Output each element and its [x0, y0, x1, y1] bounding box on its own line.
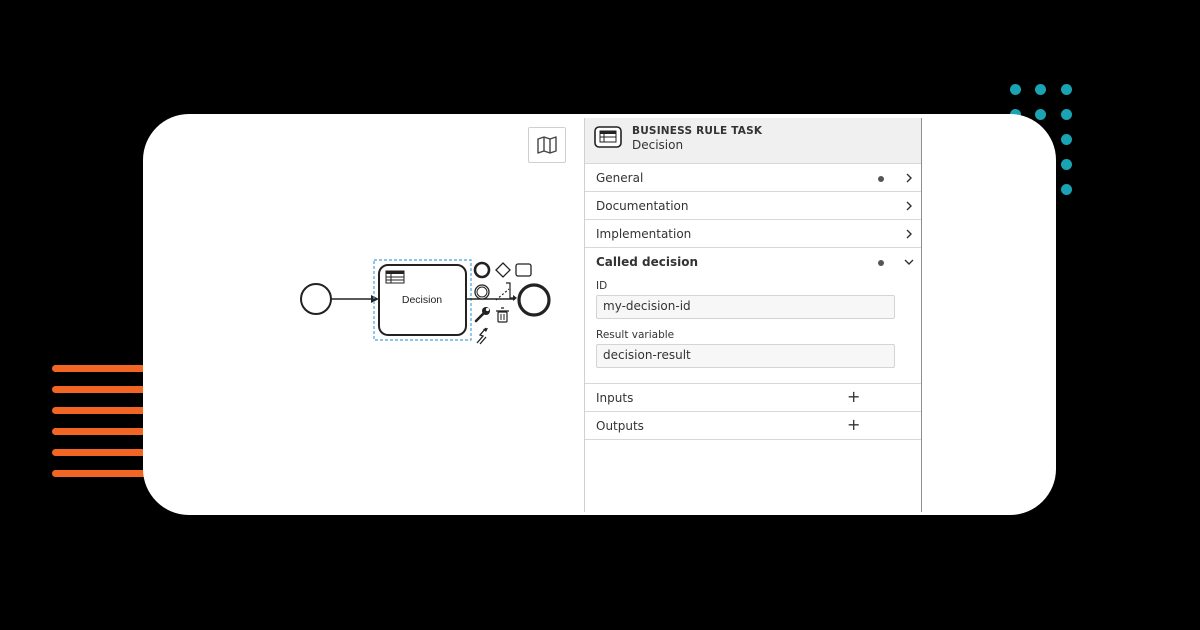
orange-line — [52, 407, 176, 414]
properties-panel: BUSINESS RULE TASK Decision General Docu… — [584, 118, 922, 512]
business-rule-icon — [594, 126, 622, 148]
element-name: Decision — [632, 138, 684, 152]
orange-line — [52, 449, 176, 456]
selection-outline — [373, 259, 472, 341]
append-end-event-icon[interactable] — [473, 261, 491, 279]
group-implementation[interactable]: Implementation — [585, 220, 921, 248]
orange-line — [52, 386, 176, 393]
sequence-flow-arrow — [371, 295, 379, 303]
bpmn-canvas[interactable]: Decision — [143, 114, 584, 515]
bpmn-diagram: Decision — [300, 259, 551, 345]
group-title: General — [596, 171, 644, 185]
chevron-right-icon[interactable] — [903, 228, 915, 240]
context-pad — [473, 261, 532, 345]
teal-dot — [1010, 84, 1021, 95]
chevron-right-icon[interactable] — [903, 172, 915, 184]
element-type: BUSINESS RULE TASK — [632, 125, 763, 137]
end-event[interactable] — [517, 283, 551, 317]
teal-dot — [1061, 159, 1072, 170]
minimap-toggle-button[interactable] — [528, 127, 566, 163]
append-gateway-icon[interactable] — [495, 262, 511, 278]
teal-dot — [1061, 184, 1072, 195]
group-called-decision: Called decision ID my-decision-id Result… — [585, 248, 921, 384]
append-task-icon[interactable] — [515, 263, 532, 277]
task-label: Decision — [402, 294, 442, 306]
group-title: Outputs — [596, 419, 644, 433]
connect-icon[interactable] — [495, 282, 517, 301]
intermediate-event-inner-icon — [476, 286, 488, 298]
wrench-icon[interactable] — [474, 307, 490, 323]
group-title: Documentation — [596, 199, 689, 213]
orange-line — [52, 365, 176, 372]
orange-line — [52, 428, 176, 435]
teal-dot — [1035, 84, 1046, 95]
group-title[interactable]: Called decision — [596, 255, 699, 269]
group-general[interactable]: General — [585, 164, 921, 192]
teal-dot — [1061, 84, 1072, 95]
modeler-card: Decision — [143, 114, 1056, 515]
data-marker-icon — [878, 260, 884, 266]
result-variable-label: Result variable — [596, 329, 675, 341]
group-outputs[interactable]: Outputs + — [585, 412, 921, 440]
minimap-icon — [537, 136, 557, 154]
orange-line — [52, 470, 176, 477]
start-event[interactable] — [300, 283, 332, 315]
teal-dot — [1061, 134, 1072, 145]
teal-dot — [1035, 109, 1046, 120]
trash-icon[interactable] — [496, 307, 509, 323]
chevron-down-icon[interactable] — [903, 256, 915, 268]
plus-icon[interactable]: + — [847, 415, 861, 434]
data-marker-icon — [878, 176, 884, 182]
group-title: Inputs — [596, 391, 634, 405]
group-title: Implementation — [596, 227, 692, 241]
business-rule-icon — [385, 270, 405, 284]
plus-icon[interactable]: + — [847, 387, 861, 406]
decision-id-input[interactable]: my-decision-id — [596, 295, 895, 319]
group-documentation[interactable]: Documentation — [585, 192, 921, 220]
result-variable-input[interactable]: decision-result — [596, 344, 895, 368]
chevron-right-icon[interactable] — [903, 200, 915, 212]
group-inputs[interactable]: Inputs + — [585, 384, 921, 412]
lightning-connect-icon[interactable] — [476, 327, 488, 345]
id-label: ID — [596, 280, 608, 292]
teal-dot — [1061, 109, 1072, 120]
panel-header: BUSINESS RULE TASK Decision — [585, 118, 921, 164]
